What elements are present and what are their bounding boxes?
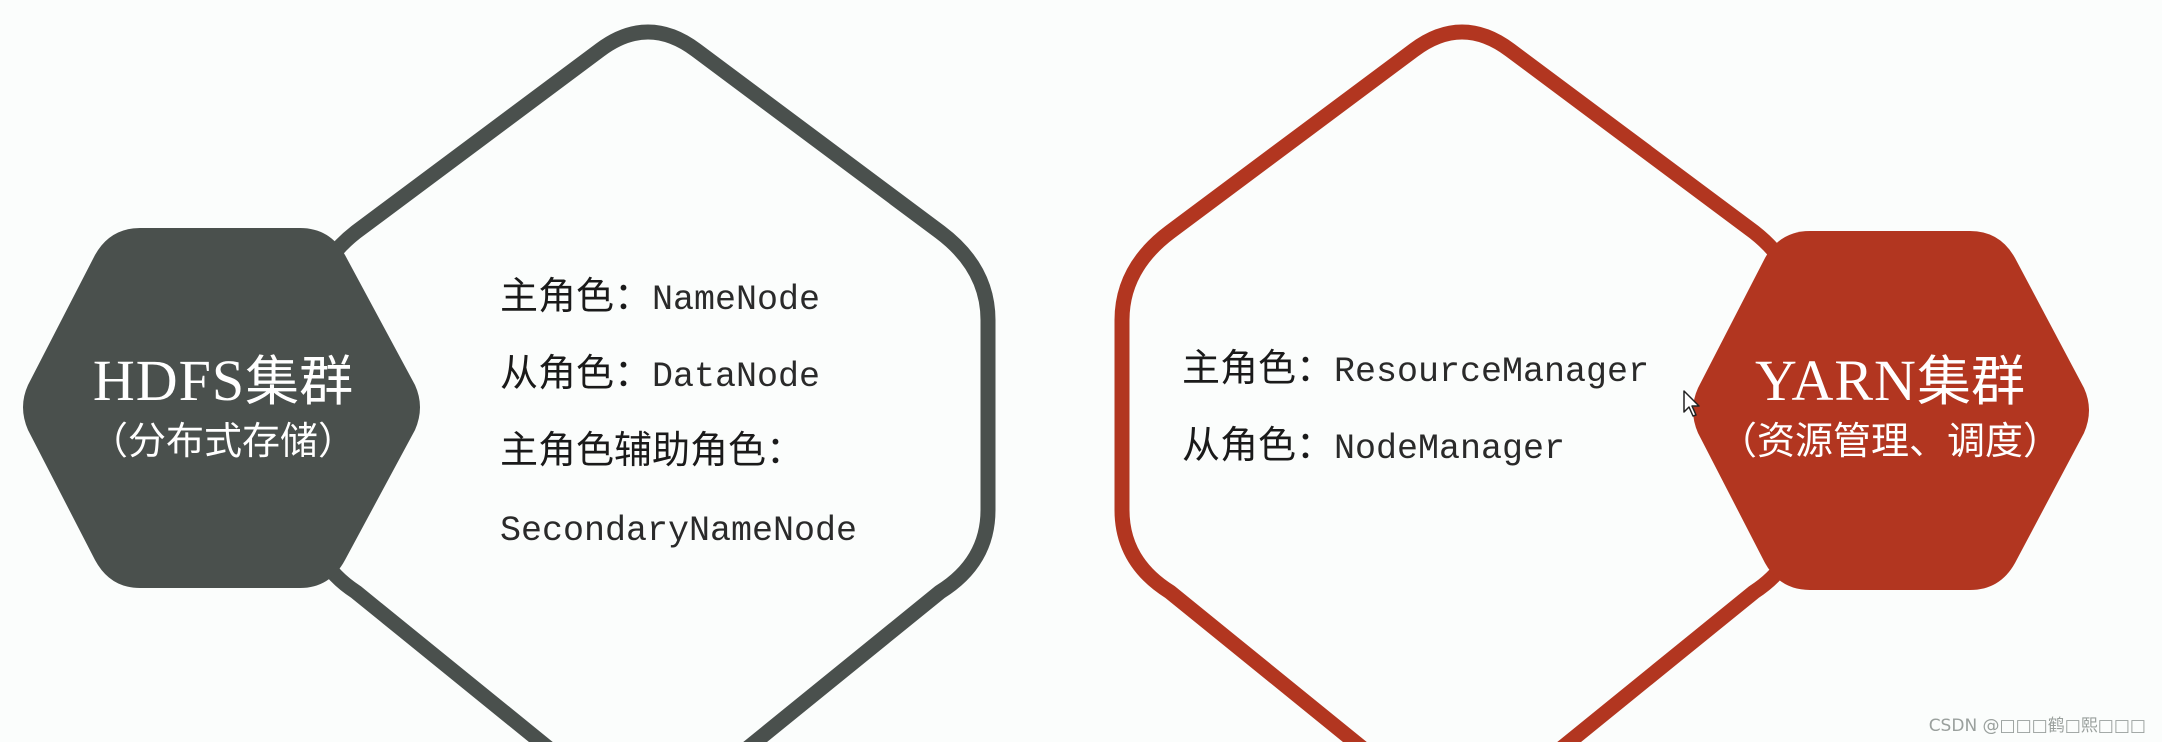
role-value: DataNode (652, 357, 821, 397)
yarn-title-cjk: 集群 (1916, 350, 2025, 413)
mouse-pointer-icon (1683, 390, 1700, 417)
role-label: 从角色： (1182, 423, 1335, 467)
hdfs-title-cjk: 集群 (245, 350, 354, 413)
hdfs-role-master: 主角色：NameNode (500, 258, 857, 335)
hdfs-title-line: HDFS集群 (60, 352, 386, 410)
hdfs-filled-hexagon (23, 228, 420, 588)
role-label: 主角色辅助角色： (500, 428, 805, 472)
role-value: ResourceManager (1334, 352, 1650, 392)
yarn-roles-list: 主角色：ResourceManager 从角色：NodeManager (1182, 330, 1649, 484)
hdfs-title-latin: HDFS (92, 348, 246, 413)
yarn-role-worker: 从角色：NodeManager (1182, 407, 1649, 484)
yarn-filled-hexagon (1693, 231, 2089, 590)
role-label: 主角色： (500, 274, 653, 318)
role-value: NameNode (652, 280, 821, 320)
hdfs-cluster-title: HDFS集群 （分布式存储） (60, 352, 386, 463)
hdfs-role-worker: 从角色：DataNode (500, 335, 857, 412)
yarn-title-line: YARN集群 (1705, 352, 2075, 410)
watermark: CSDN @□□□鹤□熙□□□ (1928, 716, 2146, 736)
hdfs-role-auxiliary: 主角色辅助角色： (500, 412, 857, 489)
hdfs-roles-list: 主角色：NameNode 从角色：DataNode 主角色辅助角色： Secon… (500, 258, 857, 566)
hdfs-role-auxiliary-value: SecondaryNameNode (500, 489, 857, 566)
role-label: 从角色： (500, 351, 653, 395)
yarn-cluster-title: YARN集群 （资源管理、调度） (1705, 352, 2075, 463)
role-value: NodeManager (1334, 429, 1566, 469)
yarn-role-master: 主角色：ResourceManager (1182, 330, 1649, 407)
hdfs-subtitle: （分布式存储） (89, 419, 356, 463)
role-label: 主角色： (1182, 346, 1335, 390)
yarn-title-latin: YARN (1755, 348, 1917, 413)
role-value: SecondaryNameNode (500, 511, 858, 551)
yarn-subtitle: （资源管理、调度） (1718, 419, 2061, 463)
